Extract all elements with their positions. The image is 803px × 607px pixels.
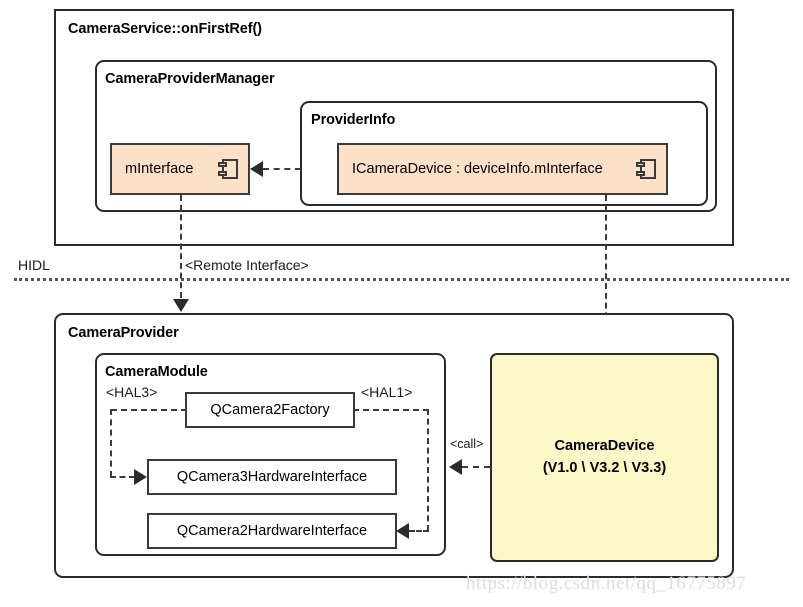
camera-provider-manager-title: CameraProviderManager [105,71,275,87]
edge-call-arrowhead [449,459,462,475]
edge-providerinfo-to-minterface [263,168,301,170]
edge-hal3-arrowhead [134,469,147,485]
edge-remote-interface-arrowhead [173,299,189,312]
edge-hal3-down [110,409,112,477]
watermark: https://blog.csdn.net/qq_16775897 [466,573,747,594]
minterface-label: mInterface [125,161,194,177]
minterface-node[interactable]: mInterface [110,143,250,195]
edge-remote-interface [180,195,182,298]
camera-module-title: CameraModule [105,364,208,380]
edge-providerinfo-to-minterface-arrowhead [250,161,263,177]
edge-call [462,466,490,468]
qcamera3hardwareinterface-node[interactable]: QCamera3HardwareInterface [147,459,397,495]
qcamera2factory-node[interactable]: QCamera2Factory [185,392,355,428]
camera-provider-title: CameraProvider [68,325,179,341]
cameradevice-versions: (V1.0 \ V3.2 \ V3.3) [542,459,667,476]
edge-hal1-down [427,409,429,531]
icameradevice-node[interactable]: ICameraDevice : deviceInfo.mInterface [337,143,668,195]
remote-interface-label: <Remote Interface> [185,257,309,273]
call-label: <call> [450,437,484,451]
qcamera2hardwareinterface-node[interactable]: QCamera2HardwareInterface [147,513,397,549]
hal1-label: <HAL1> [361,384,413,400]
edge-hal1-arrowhead [396,523,409,539]
cameradevice-node[interactable]: CameraDevice (V1.0 \ V3.2 \ V3.3) [490,353,719,562]
hal3-label: <HAL3> [106,384,158,400]
component-icon [636,159,656,179]
edge-icameradevice-to-cameradevice [605,195,607,338]
edge-hal3-top [111,409,187,411]
cameradevice-name: CameraDevice [554,438,655,455]
provider-info-title: ProviderInfo [311,112,396,128]
hidl-boundary-line [14,278,789,281]
hidl-boundary-label: HIDL [18,257,50,273]
icameradevice-label: ICameraDevice : deviceInfo.mInterface [352,161,603,177]
edge-hal1-into-node [409,530,429,532]
edge-hal1-top [353,409,429,411]
qcamera3hardwareinterface-label: QCamera3HardwareInterface [176,469,368,485]
qcamera2factory-label: QCamera2Factory [210,402,330,418]
camera-service-title: CameraService::onFirstRef() [68,21,262,37]
qcamera2hardwareinterface-label: QCamera2HardwareInterface [176,523,368,539]
edge-hal3-into-node [110,476,135,478]
component-icon [218,159,238,179]
